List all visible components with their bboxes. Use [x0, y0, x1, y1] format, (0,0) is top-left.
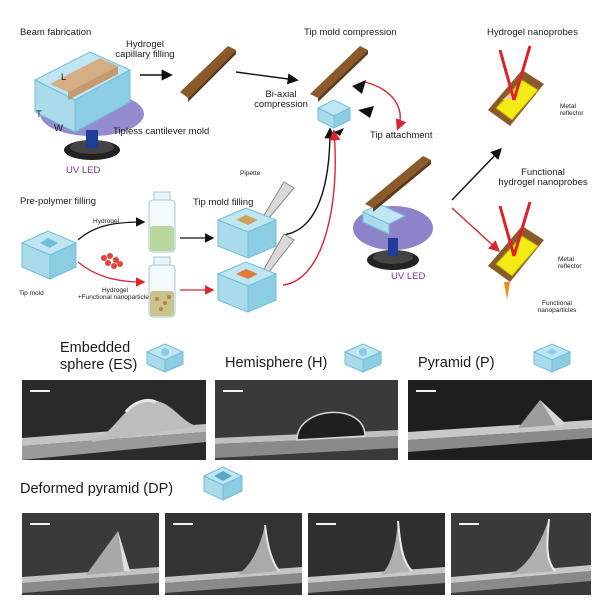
fnp-line2: nanoparticles: [537, 307, 577, 315]
hydrogel-beam: [180, 46, 236, 102]
hydrogel-nanoprobes-title: Hydrogel nanoprobes: [487, 27, 578, 38]
sem-image-dp-1: [22, 513, 159, 595]
dim-L: L: [61, 72, 67, 83]
hnp-line2: +Functional nanoparticles: [77, 294, 153, 302]
tip-attachment-label: Tip attachment: [370, 130, 433, 141]
mr2-line1: Metal: [558, 256, 574, 263]
uv-led-label-1: UV LED: [66, 165, 101, 176]
hydrogel-arrow-label: Hydrogel: [93, 218, 120, 225]
functional-nanoprobe-illustration: [488, 201, 544, 300]
compression-arrow-bottom: [334, 128, 344, 136]
scale-bar-dp-3: [316, 523, 336, 525]
fnp-line1: Functional: [542, 300, 572, 307]
capillary-channel: [50, 58, 118, 92]
metal-reflector-2: [495, 235, 539, 277]
tipless-cantilever-mold-label: Tipless cantilever mold: [113, 126, 210, 137]
arrow-beam-to-compression: [235, 71, 299, 85]
sem-image-p: [408, 380, 592, 460]
es-line1: Embedded: [60, 340, 131, 356]
scale-bar-dp-1: [30, 523, 50, 525]
arrow-tip-attachment: [364, 81, 407, 131]
compression-arrow-right: [358, 106, 374, 118]
dp-mold-icon: [202, 466, 244, 501]
dim-T: T: [36, 109, 42, 120]
arrow-mold-to-np-vial: [77, 261, 146, 287]
sem-image-dp-4: [451, 513, 591, 595]
functional-nanoprobes-title: Functional hydrogel nanoprobes: [478, 167, 608, 189]
hydrogel-nanoprobe-illustration: [488, 45, 544, 126]
tip-attachment-illustration: [353, 156, 433, 270]
functional-nanoparticles-tip: [504, 282, 510, 300]
scale-bar-h: [223, 390, 243, 392]
sem-label-es: Embedded sphere (ES): [60, 340, 137, 373]
mr1-line2: reflector: [560, 110, 584, 118]
tip-mold-filling-illustration: [216, 181, 295, 313]
tip-mold-compression-title: Tip mold compression: [304, 27, 397, 38]
tip-mold-illustration: [20, 230, 78, 280]
mr1-line1: Metal: [560, 103, 576, 110]
compression-arrow-top: [352, 80, 366, 94]
uv-led-label-2: UV LED: [391, 271, 426, 282]
hcf-line2: capillary filling: [115, 49, 175, 61]
cantilever-mold-illustration: [33, 51, 144, 160]
arrow-np-mold-to-compression: [282, 129, 341, 286]
metal-reflector-1: [495, 79, 539, 121]
pipette-label: Pipette: [240, 170, 261, 177]
es-line2: sphere (ES): [60, 356, 138, 373]
metal-reflector-label-1: Metal reflector: [560, 103, 583, 117]
h-mold-icon: [343, 343, 383, 373]
arrow-to-hydrogel-nanoprobe: [451, 147, 502, 201]
sem-image-h: [215, 380, 398, 460]
biaxial-compression-label: Bi-axial compression: [246, 89, 316, 111]
beam-fabrication-title: Beam fabrication: [20, 27, 92, 38]
tip-mold-filling-label: Tip mold filling: [193, 197, 254, 208]
hydrogel-np-vial: [148, 256, 176, 318]
prepolymer-filling-title: Pre-polymer filling: [20, 196, 97, 207]
es-mold-icon: [145, 343, 185, 373]
dim-W: W: [54, 123, 63, 134]
sem-label-p: Pyramid (P): [418, 355, 495, 371]
scale-bar-p: [416, 390, 436, 392]
fn-line1: Functional: [521, 167, 565, 178]
sem-image-dp-2: [165, 513, 302, 595]
tip-mold-label: Tip mold: [19, 290, 44, 297]
functional-nanoparticles-label: Functional nanoparticles: [522, 300, 592, 314]
fn-line2: hydrogel nanoprobes: [498, 177, 588, 189]
metal-reflector-label-2: Metal reflector: [558, 256, 581, 270]
nanoparticle-cluster: [101, 253, 123, 269]
mr2-line2: reflector: [558, 263, 582, 271]
compression-illustration: [310, 46, 374, 136]
scale-bar-dp-2: [173, 523, 193, 525]
sem-image-es: [22, 380, 206, 460]
scale-bar-dp-4: [459, 523, 479, 525]
hydrogel-vial: [148, 191, 176, 253]
p-mold-icon: [532, 343, 572, 373]
sem-label-dp: Deformed pyramid (DP): [20, 481, 174, 497]
arrow-hydrogel-mold-to-compression: [282, 127, 336, 236]
scale-bar-es: [30, 390, 50, 392]
sem-label-h: Hemisphere (H): [225, 355, 328, 371]
hydrogel-capillary-filling-label: Hydrogel capillary filling: [100, 39, 190, 61]
sem-image-dp-3: [308, 513, 445, 595]
hnp-line1: Hydrogel: [101, 287, 128, 294]
bac-line2: compression: [254, 99, 308, 111]
hydrogel-np-arrow-label: Hydrogel +Functional nanoparticles: [70, 287, 160, 301]
bac-line1: Bi-axial: [265, 89, 297, 100]
arrow-mold-to-hydrogel-vial: [77, 217, 146, 241]
arrow-to-functional-nanoprobe: [451, 207, 501, 252]
hcf-line1: Hydrogel: [125, 39, 165, 50]
